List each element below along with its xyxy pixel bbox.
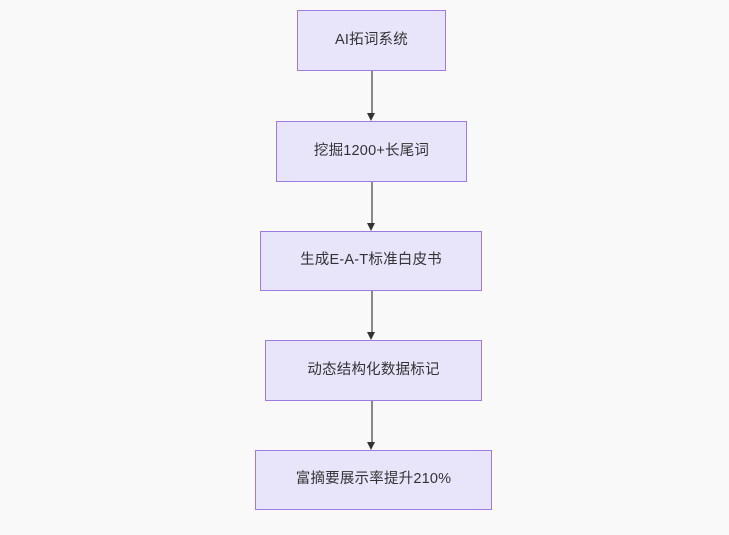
flow-node-label: 生成E-A-T标准白皮书: [300, 252, 442, 269]
arrowhead-icon: [367, 332, 376, 340]
edge-n1-n2: [367, 71, 376, 121]
flow-node-label: 富摘要展示率提升210%: [295, 471, 452, 488]
flow-node-label: 动态结构化数据标记: [307, 361, 440, 378]
edge-line: [371, 291, 373, 333]
edge-line: [371, 182, 373, 224]
arrowhead-icon: [367, 223, 376, 231]
edge-n4-n5: [367, 401, 376, 450]
flow-node-rich-snippet-impression-lift[interactable]: 富摘要展示率提升210%: [255, 450, 492, 510]
flow-node-label: 挖掘1200+长尾词: [313, 142, 430, 159]
flow-node-generate-eat-whitepaper[interactable]: 生成E-A-T标准白皮书: [260, 231, 482, 291]
edge-line: [371, 401, 373, 443]
edge-n2-n3: [367, 182, 376, 231]
flow-node-ai-keyword-system[interactable]: AI拓词系统: [297, 10, 446, 71]
edge-n3-n4: [367, 291, 376, 340]
flow-node-label: AI拓词系统: [335, 31, 408, 48]
edge-line: [371, 71, 373, 114]
flow-node-mine-longtail-keywords[interactable]: 挖掘1200+长尾词: [276, 121, 467, 182]
arrowhead-icon: [367, 113, 376, 121]
arrowhead-icon: [367, 442, 376, 450]
flow-node-dynamic-structured-data-markup[interactable]: 动态结构化数据标记: [265, 340, 482, 401]
